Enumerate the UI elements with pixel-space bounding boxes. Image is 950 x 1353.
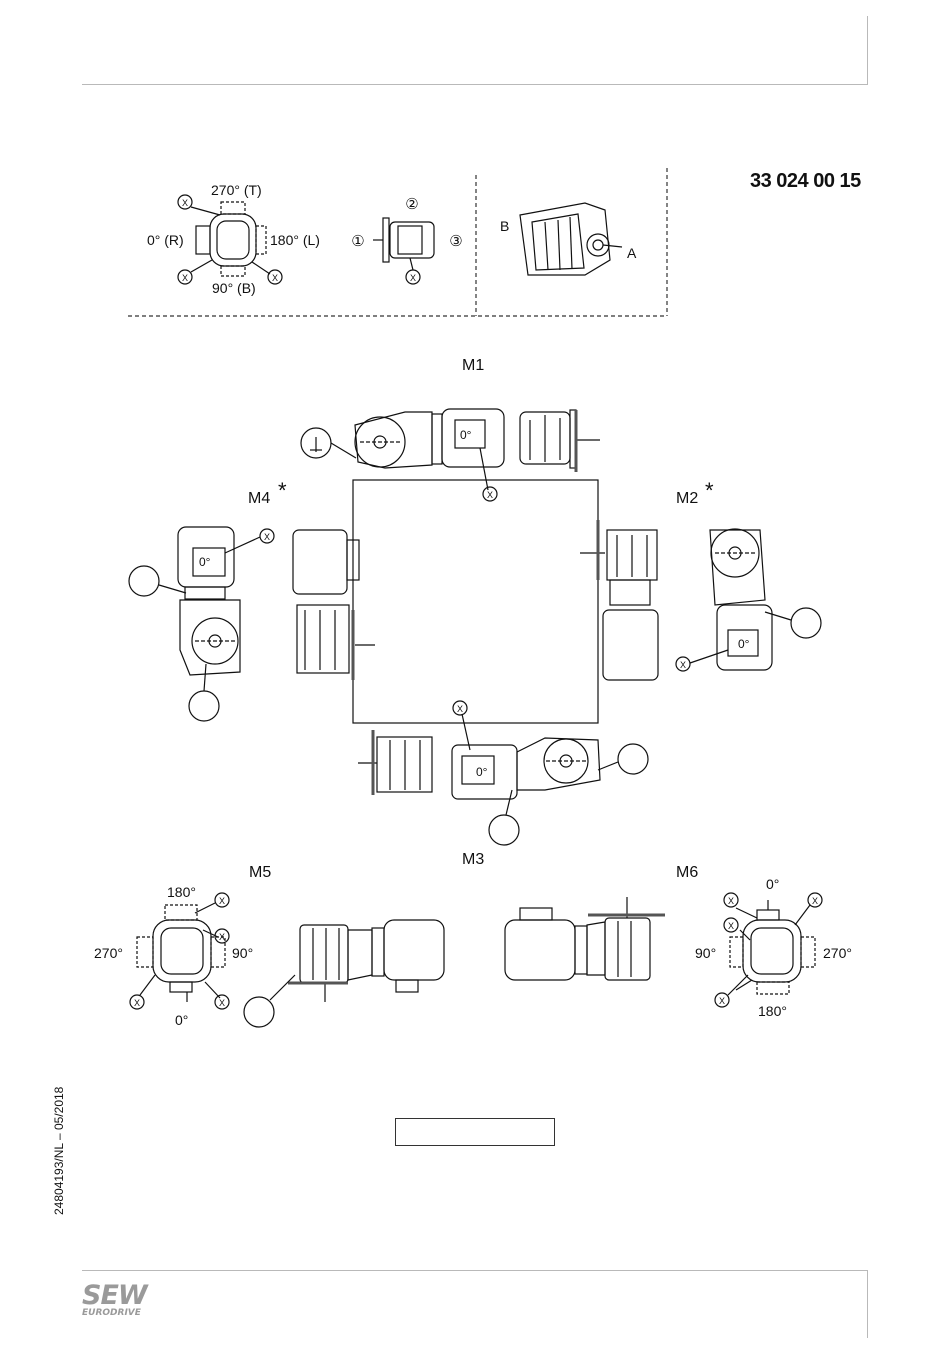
side-a-label: A bbox=[627, 245, 637, 261]
x-mark-label: X bbox=[487, 490, 493, 500]
legend-terminal-box-diagram bbox=[191, 202, 270, 276]
m2-zero-label: 0° bbox=[738, 637, 750, 651]
x-mark-label: X bbox=[264, 532, 270, 542]
m5-angle-bottom: 0° bbox=[175, 1012, 188, 1028]
position-m1-label: M1 bbox=[462, 357, 484, 374]
angle-270-label: 270° (T) bbox=[211, 182, 262, 198]
x-mark-label: X bbox=[680, 660, 686, 670]
m6-angle-bottom: 180° bbox=[758, 1003, 787, 1019]
m1-breather-icon bbox=[301, 428, 356, 458]
m3-gearmotor bbox=[358, 714, 600, 799]
x-mark-label: X bbox=[812, 896, 818, 906]
position-2-label: ② bbox=[405, 196, 418, 213]
m4-zero-label: 0° bbox=[199, 555, 211, 569]
m6-angle-right: 270° bbox=[823, 945, 852, 961]
x-mark-label: X bbox=[134, 998, 140, 1008]
angle-180-label: 180° (L) bbox=[270, 232, 320, 248]
central-mounting-box bbox=[353, 480, 598, 723]
position-m3-label: M3 bbox=[462, 851, 484, 868]
x-mark-label: X bbox=[728, 921, 734, 931]
position-m6-label: M6 bbox=[676, 864, 698, 881]
m5-angle-left: 270° bbox=[94, 945, 123, 961]
m3-breather-icon bbox=[489, 744, 648, 845]
x-mark-label: X bbox=[219, 896, 225, 906]
position-3-label: ③ bbox=[449, 233, 462, 250]
m4-asterisk: * bbox=[278, 478, 287, 503]
x-mark-label: X bbox=[219, 932, 225, 942]
position-m4-label: M4 bbox=[248, 490, 270, 507]
m2-breather-icon bbox=[765, 608, 821, 638]
m5-angle-top: 180° bbox=[167, 884, 196, 900]
m5-gearmotor-side bbox=[288, 920, 444, 1002]
x-mark-label: X bbox=[182, 198, 188, 208]
position-1-label: ① bbox=[351, 233, 364, 250]
x-mark-label: X bbox=[457, 704, 463, 714]
m2-gearmotor bbox=[580, 520, 772, 680]
m1-gearmotor bbox=[355, 409, 600, 490]
m6-gearmotor-side bbox=[505, 897, 665, 980]
x-mark-label: X bbox=[719, 996, 725, 1006]
angle-0-label: 0° (R) bbox=[147, 232, 184, 248]
position-m2-label: M2 bbox=[676, 490, 698, 507]
m1-zero-label: 0° bbox=[460, 428, 472, 442]
x-mark-label: X bbox=[272, 273, 278, 283]
m6-terminal-diagram bbox=[728, 900, 815, 995]
m3-zero-label: 0° bbox=[476, 765, 488, 779]
m4-breather-icon bbox=[129, 566, 219, 721]
m6-angle-left: 90° bbox=[695, 945, 716, 961]
angle-90-label: 90° (B) bbox=[212, 280, 256, 296]
m4-gearmotor bbox=[178, 527, 375, 680]
side-b-label: B bbox=[500, 218, 509, 234]
m5-angle-right: 90° bbox=[232, 945, 253, 961]
x-mark-label: X bbox=[219, 998, 225, 1008]
x-mark-label: X bbox=[182, 273, 188, 283]
legend-position-diagram bbox=[373, 218, 434, 270]
m6-angle-top: 0° bbox=[766, 876, 779, 892]
m5-breather-icon bbox=[244, 975, 295, 1027]
legend-gearmotor-perspective bbox=[520, 203, 622, 275]
m5-terminal-diagram bbox=[137, 903, 225, 1002]
position-m5-label: M5 bbox=[249, 864, 271, 881]
x-mark-label: X bbox=[728, 896, 734, 906]
m2-asterisk: * bbox=[705, 478, 714, 503]
x-mark-label: X bbox=[410, 273, 416, 283]
